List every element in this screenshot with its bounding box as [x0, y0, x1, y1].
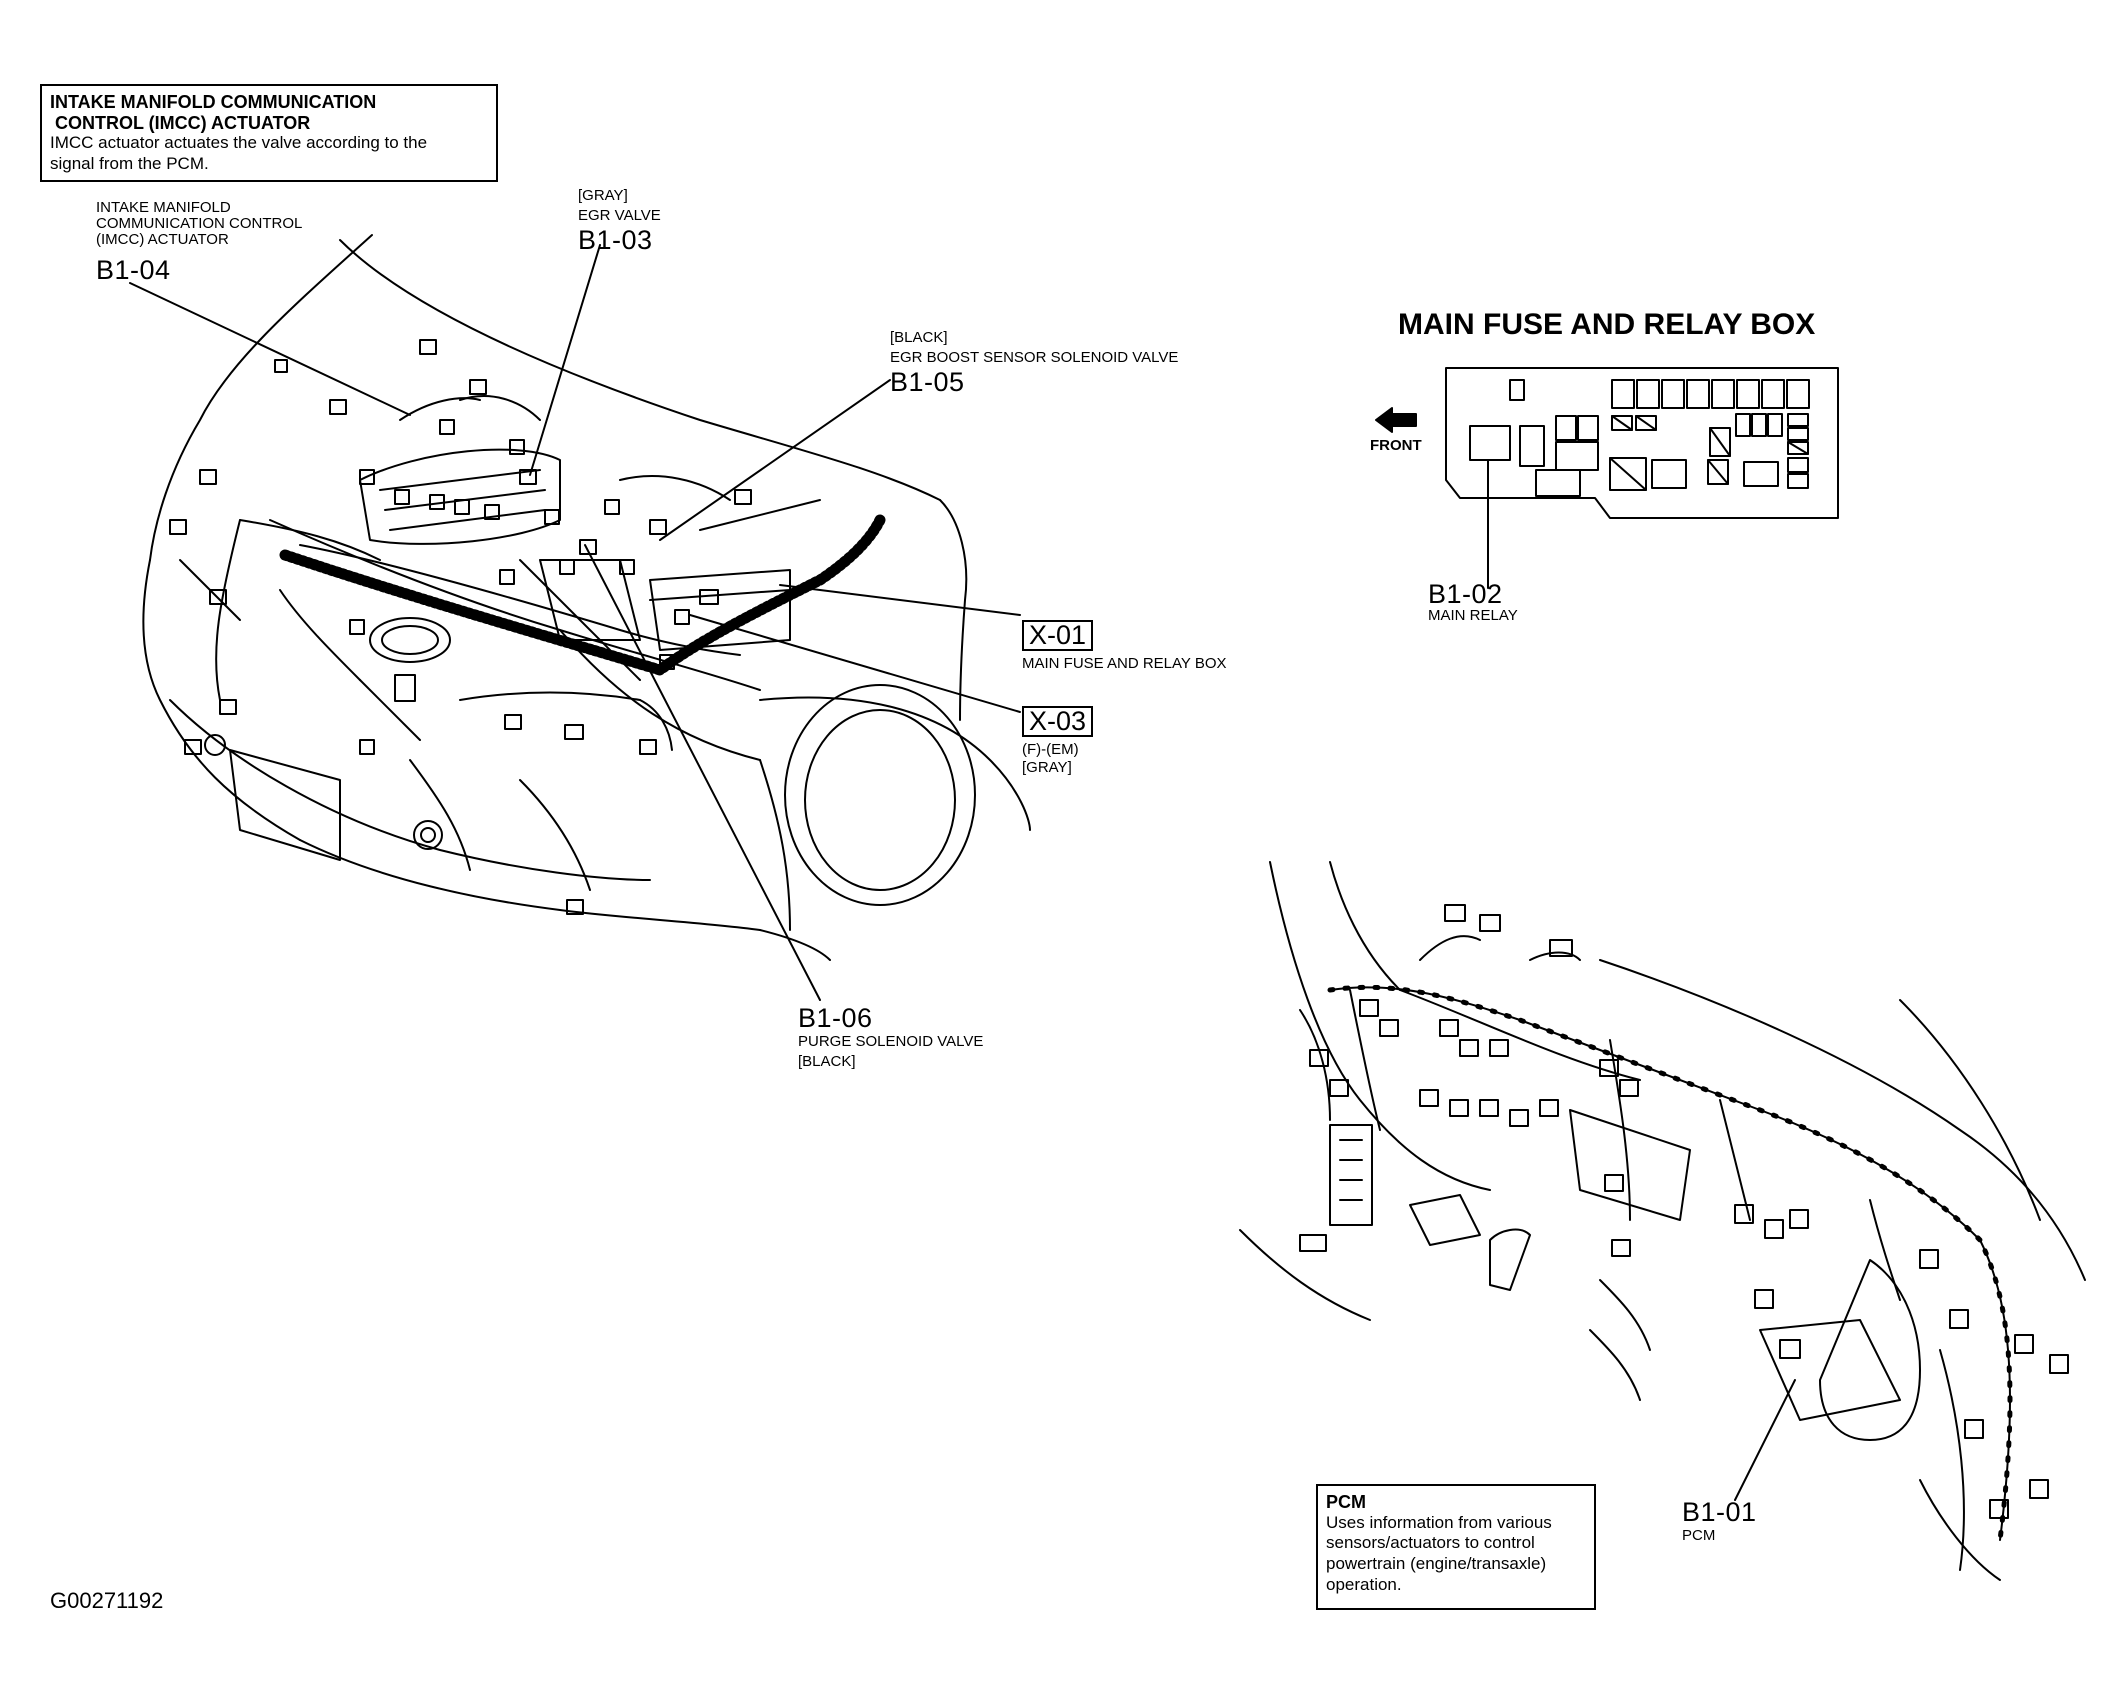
x-01-description: MAIN FUSE AND RELAY BOX	[1022, 655, 1227, 672]
b1-03-description: EGR VALVE	[578, 207, 661, 224]
x-03-callout: X-03	[1022, 706, 1094, 737]
x-01-callout: X-01	[1022, 620, 1094, 651]
front-arrow-icon	[1375, 407, 1417, 433]
b1-05-color: [BLACK]	[890, 329, 948, 346]
fuse-box-drawing	[1445, 367, 1839, 519]
dash-connectors	[1299, 904, 2069, 1519]
b1-06-color: [BLACK]	[798, 1053, 856, 1070]
b1-03-code: B1-03	[578, 225, 653, 255]
b1-02-description: MAIN RELAY	[1428, 607, 1518, 624]
x-01-leader	[779, 584, 1021, 616]
b1-04-description: INTAKE MANIFOLD COMMUNICATION CONTROL (I…	[96, 199, 303, 248]
b1-05-description: EGR BOOST SENSOR SOLENOID VALVE	[890, 349, 1179, 366]
b1-06-description: PURGE SOLENOID VALVE	[798, 1033, 984, 1050]
b1-06-code: B1-06	[798, 1003, 873, 1033]
b1-05-leader	[659, 379, 891, 541]
pcm-info-title: PCM	[1326, 1492, 1366, 1512]
pcm-info-body: Uses information from various sensors/ac…	[1326, 1512, 1552, 1594]
b1-01-description: PCM	[1682, 1527, 1716, 1544]
b1-01-code: B1-01	[1682, 1497, 1757, 1527]
b1-02-code: B1-02	[1428, 579, 1503, 609]
imcc-info-body: IMCC actuator actuates the valve accordi…	[50, 133, 428, 174]
b1-03-leader	[529, 244, 601, 476]
x-03-leader	[689, 614, 1021, 713]
b1-05-code: B1-05	[890, 367, 965, 397]
b1-03-color: [GRAY]	[578, 187, 628, 204]
engine-connectors	[169, 339, 752, 915]
fuse-box-heading: MAIN FUSE AND RELAY BOX	[1398, 308, 1816, 341]
b1-06-leader	[584, 544, 821, 1001]
pcm-info-box: PCM Uses information from various sensor…	[1316, 1484, 1596, 1610]
front-label: FRONT	[1370, 437, 1422, 454]
x-03-color: [GRAY]	[1022, 759, 1072, 776]
x-03-description: (F)-(EM)	[1022, 741, 1079, 758]
x-01-code: X-01	[1022, 620, 1094, 651]
x-03-code: X-03	[1022, 706, 1094, 737]
figure-id: G00271192	[50, 1588, 164, 1613]
b1-01-leader	[1734, 1379, 1796, 1501]
imcc-info-title: INTAKE MANIFOLD COMMUNICATION CONTROL (I…	[50, 92, 377, 133]
leader-lines	[129, 244, 1796, 1501]
b1-04-leader	[129, 282, 411, 416]
imcc-info-box: INTAKE MANIFOLD COMMUNICATION CONTROL (I…	[40, 84, 498, 182]
b1-04-code: B1-04	[96, 255, 171, 285]
instrument-panel-drawing	[1239, 861, 2086, 1581]
